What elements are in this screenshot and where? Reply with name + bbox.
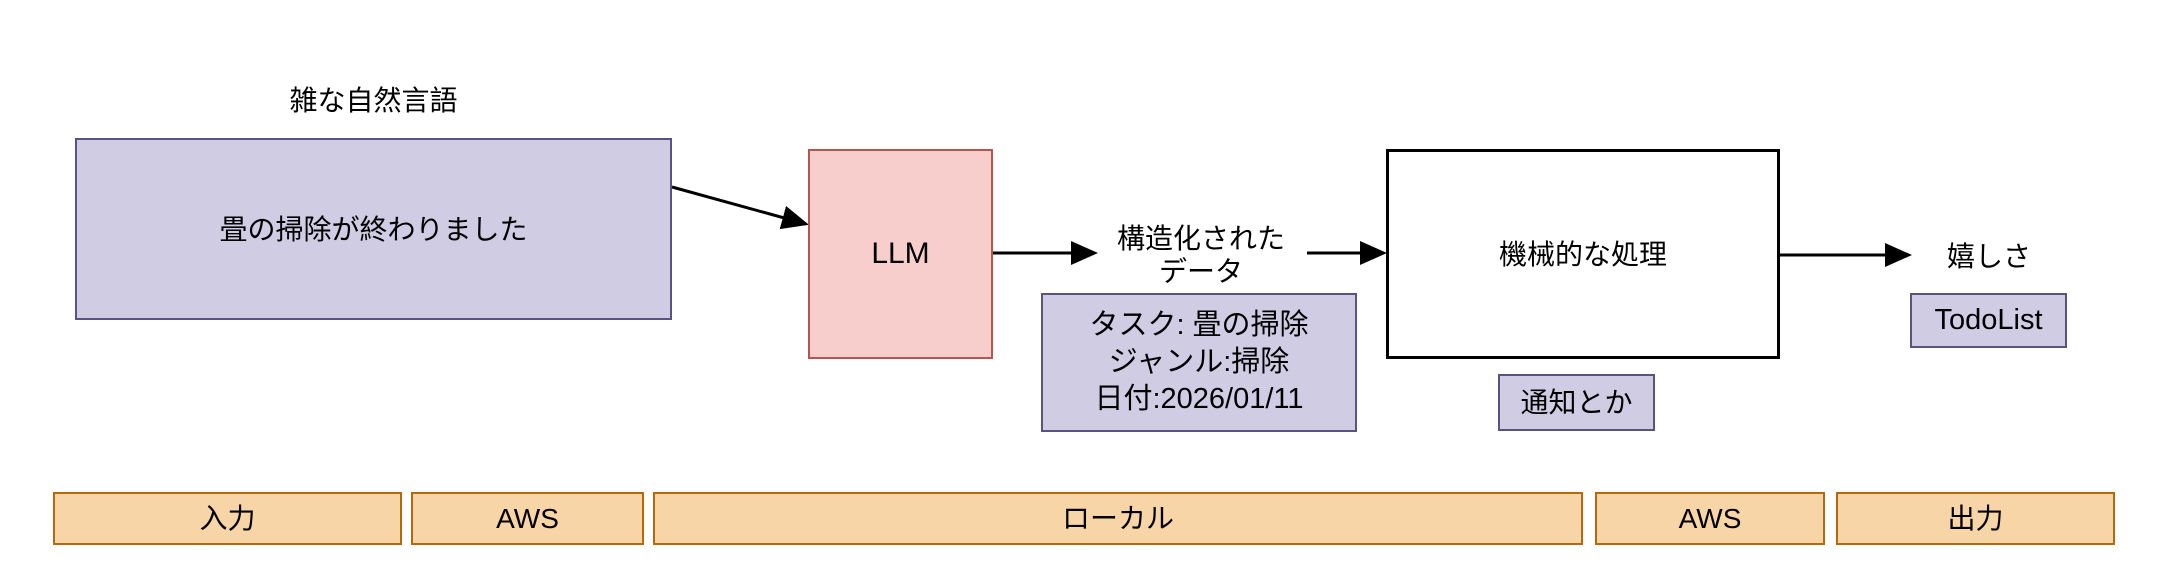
mechanical-process-text: 機械的な処理	[1498, 238, 1667, 270]
structured-data-label: 構造化された データ	[1051, 222, 1351, 288]
structured-data-task: タスク: 畳の掃除	[1089, 309, 1309, 341]
lane-output: 出力	[1836, 492, 2115, 545]
lane-local-label: ローカル	[1061, 503, 1174, 534]
happiness-label: 嬉しさ	[1946, 241, 2031, 272]
structured-data-box: タスク: 畳の掃除 ジャンル:掃除 日付:2026/01/11	[1041, 293, 1357, 432]
arrow-input-to-llm	[671, 185, 809, 230]
todolist-box: TodoList	[1910, 293, 2067, 348]
lane-aws-left: AWS	[411, 492, 644, 545]
notification-box: 通知とか	[1498, 374, 1655, 431]
structured-data-box-lines: タスク: 畳の掃除 ジャンル:掃除 日付:2026/01/11	[1089, 307, 1308, 418]
structured-data-genre: ジャンル:掃除	[1108, 346, 1290, 378]
structured-data-label-line1: 構造化された	[1116, 223, 1285, 254]
lane-output-label: 出力	[1947, 503, 2004, 534]
natural-language-input-text: 畳の掃除が終わりました	[219, 213, 528, 245]
mechanical-process-box: 機械的な処理	[1386, 149, 1780, 359]
rough-natural-language-label: 雑な自然言語	[289, 85, 458, 116]
notification-box-text: 通知とか	[1520, 387, 1633, 418]
structured-data-date: 日付:2026/01/11	[1094, 383, 1304, 415]
llm-box-text: LLM	[871, 237, 930, 271]
llm-box: LLM	[808, 149, 993, 359]
lane-aws-left-label: AWS	[496, 503, 559, 534]
lane-input-label: 入力	[199, 503, 256, 534]
lane-aws-right: AWS	[1595, 492, 1825, 545]
structured-data-label-line2: データ	[1158, 256, 1243, 287]
lane-input: 入力	[53, 492, 402, 545]
lane-local: ローカル	[653, 492, 1583, 545]
lane-aws-right-label: AWS	[1678, 503, 1742, 534]
natural-language-input-box: 畳の掃除が終わりました	[75, 138, 672, 320]
todolist-box-text: TodoList	[1934, 304, 2043, 337]
